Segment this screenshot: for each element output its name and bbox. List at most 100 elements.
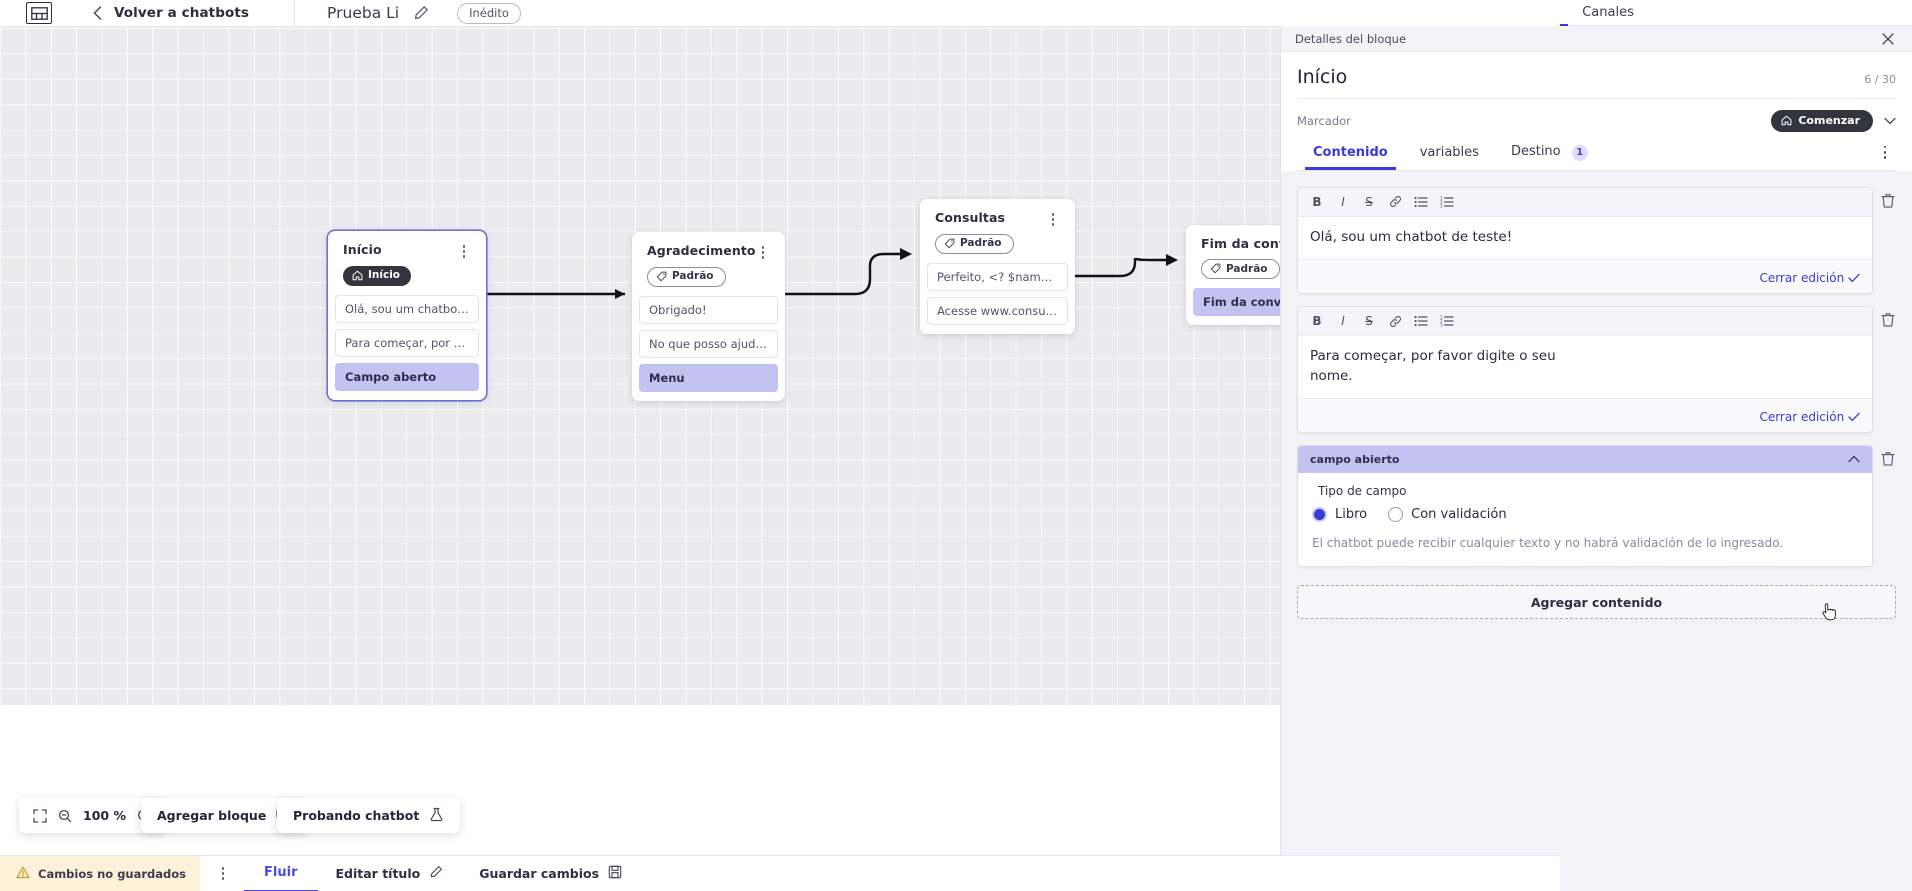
chevron-down-icon[interactable] (1884, 115, 1896, 128)
flow-node[interactable]: Início Início Olá, sou um chatbot de tes… (328, 231, 486, 400)
field-header-label: campo abierto (1310, 453, 1400, 467)
kebab-menu-icon[interactable] (208, 867, 238, 880)
edit-title-button[interactable]: Editar título (318, 856, 462, 891)
strikethrough-icon[interactable]: S (1365, 314, 1373, 329)
tab-variables[interactable]: variables (1419, 144, 1479, 160)
fit-screen-icon[interactable] (33, 808, 47, 823)
trash-icon[interactable] (1881, 306, 1896, 327)
flow-node[interactable]: Consultas Padrão Perfeito, <? $name ?>! … (920, 199, 1075, 334)
status-bar: Cambios no guardados Fluir Editar título… (0, 855, 1560, 891)
node-row[interactable]: Olá, sou um chatbot de teste! (335, 294, 479, 323)
editor-footer: Cerrar edición (1298, 259, 1872, 294)
trash-icon[interactable] (1881, 187, 1896, 208)
marker-row: Marcador Comenzar (1297, 99, 1896, 144)
node-row[interactable]: Obrigado! (639, 295, 778, 324)
pencil-icon[interactable] (412, 5, 429, 22)
chevron-left-icon[interactable] (90, 6, 104, 20)
flow-node[interactable]: Agradecimento Padrão Obrigado! No que po… (632, 232, 785, 401)
bullet-list-icon[interactable] (1408, 192, 1434, 212)
close-edition-button[interactable]: Cerrar edición (1759, 410, 1860, 424)
node-row[interactable]: No que posso ajudar, <? $name ... (639, 329, 778, 358)
check-icon (1848, 410, 1860, 424)
node-row-list: Fim da conversa (1186, 288, 1280, 316)
kebab-menu-icon[interactable] (1046, 210, 1060, 226)
tab-destino[interactable]: Destino 1 (1495, 144, 1604, 170)
close-icon[interactable] (1880, 31, 1896, 47)
tab-contenido[interactable]: Contenido (1297, 145, 1404, 170)
svg-text:1: 1 (1440, 315, 1443, 320)
link-icon[interactable] (1382, 311, 1408, 331)
zoom-out-icon[interactable] (58, 809, 72, 823)
save-changes-button[interactable]: Guardar cambios (461, 856, 640, 891)
kebab-menu-icon[interactable] (1874, 145, 1896, 159)
bold-icon[interactable]: B (1312, 194, 1322, 209)
bold-icon[interactable]: B (1312, 314, 1322, 329)
editor-text[interactable]: Olá, sou um chatbot de teste! (1310, 228, 1513, 245)
add-content-label: Agregar contenido (1530, 594, 1663, 610)
test-chatbot-button[interactable]: Probando chatbot (277, 798, 461, 833)
svg-text:1: 1 (1440, 196, 1443, 201)
close-edition-label: Cerrar edición (1759, 271, 1845, 286)
field-header[interactable]: campo abierto (1298, 446, 1872, 474)
node-row[interactable]: Para começar, por favor digite o ... (335, 328, 479, 357)
topbar-divider (294, 0, 296, 26)
flow-canvas[interactable]: Início Início Olá, sou um chatbot de tes… (0, 26, 1280, 705)
block-title-row: Início 6 / 30 (1297, 52, 1896, 99)
tab-canales[interactable]: Canales (1582, 5, 1634, 20)
flask-icon (429, 807, 444, 825)
kebab-menu-icon[interactable] (457, 242, 471, 258)
node-tag[interactable]: Padrão (647, 266, 726, 287)
bot-title: Prueba Li (327, 4, 400, 22)
strikethrough-icon[interactable]: S (1365, 194, 1373, 209)
chevron-up-icon[interactable] (1848, 453, 1860, 466)
italic-icon[interactable]: I (1341, 194, 1345, 209)
zoom-level: 100 % (83, 808, 126, 823)
node-tag[interactable]: Padrão (1201, 259, 1280, 279)
close-edition-button[interactable]: Cerrar edición (1759, 271, 1860, 285)
radio-libro-label: Libro (1335, 507, 1368, 523)
node-tag[interactable]: Início (343, 265, 412, 286)
bullet-list-icon[interactable] (1408, 311, 1434, 331)
editor-text[interactable]: Para começar, por favor digite o seu nom… (1310, 348, 1556, 384)
node-row[interactable]: Campo aberto (335, 362, 479, 391)
node-row[interactable]: Fim da conversa (1193, 288, 1280, 316)
save-icon (608, 865, 622, 882)
node-tag-label: Padrão (672, 270, 714, 283)
flow-node[interactable]: Fim da conversa Padrão Fim da conversa (1186, 225, 1280, 325)
marker-select[interactable]: Comenzar (1771, 110, 1873, 132)
radio-con-validacion-label: Con validación (1411, 507, 1507, 523)
add-content-button[interactable]: Agregar contenido (1297, 585, 1896, 621)
radio-indicator (1388, 507, 1404, 523)
back-to-chatbots-link[interactable]: Volver a chatbots (114, 5, 250, 21)
node-tag[interactable]: Padrão (935, 233, 1014, 254)
panel-body: Início 6 / 30 Marcador Comenzar Contenid… (1281, 52, 1912, 171)
close-edition-label: Cerrar edición (1759, 410, 1845, 425)
char-counter: 6 / 30 (1864, 73, 1896, 86)
block-title: Início (1297, 66, 1348, 88)
node-header: Agradecimento (632, 243, 785, 259)
field-help-text: El chatbot puede recibir cualquier texto… (1312, 536, 1784, 551)
link-icon[interactable] (1382, 192, 1408, 212)
node-row-list: Perfeito, <? $name ?>! Acesse www.consul… (920, 262, 1075, 325)
node-row[interactable]: Menu (639, 363, 778, 392)
radio-libro[interactable]: Libro (1312, 507, 1368, 523)
chatbot-logo-icon[interactable] (26, 2, 52, 24)
tab-fluir[interactable]: Fluir (244, 856, 318, 891)
kebab-menu-icon[interactable] (756, 243, 770, 259)
node-title: Início (343, 242, 382, 257)
svg-text:3: 3 (1440, 323, 1443, 327)
radio-con-validacion[interactable]: Con validación (1388, 507, 1507, 523)
node-header: Início (328, 242, 486, 258)
node-row[interactable]: Acesse www.consultas.com par... (927, 296, 1068, 325)
trash-icon[interactable] (1881, 445, 1896, 466)
node-header: Fim da conversa (1186, 236, 1280, 251)
italic-icon[interactable]: I (1341, 314, 1345, 329)
node-row[interactable]: Perfeito, <? $name ?>! (927, 262, 1068, 291)
